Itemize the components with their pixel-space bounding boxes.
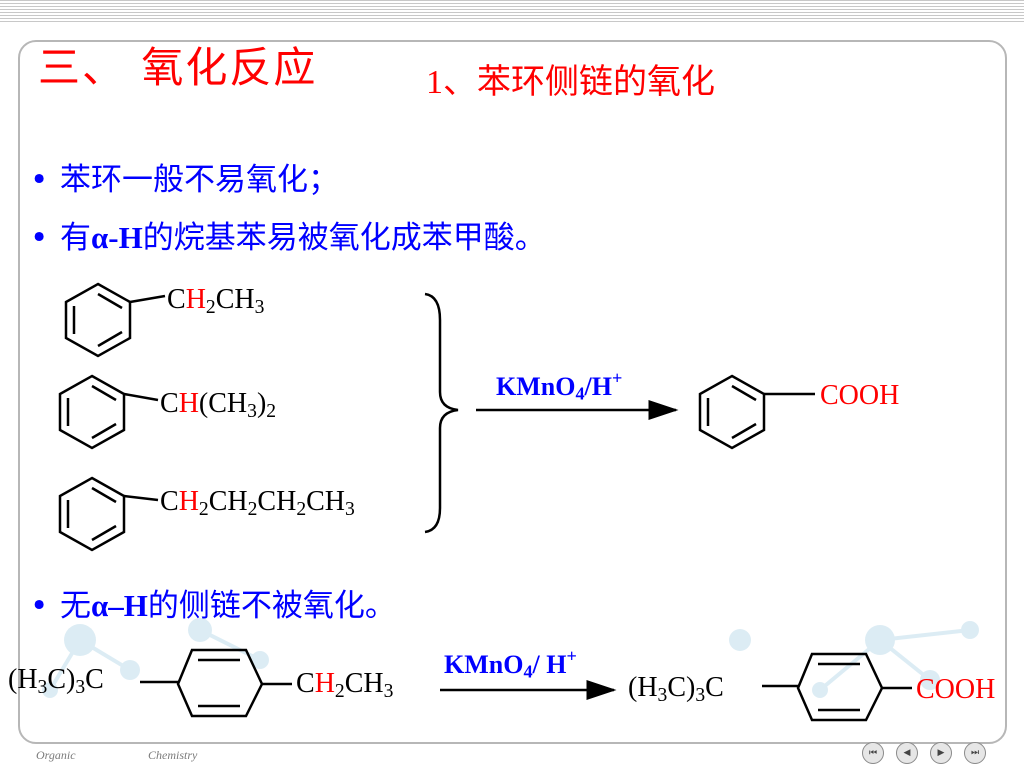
brace — [424, 292, 459, 534]
para-benzene-left — [140, 648, 292, 718]
bullet-2-post: 的烷基苯易被氧化成苯甲酸。 — [142, 220, 546, 256]
molecule-decoration — [42, 618, 979, 698]
ethyl-right: CH2CH3 — [296, 668, 394, 702]
benzene-ring-product — [698, 374, 815, 450]
substituent-butyl: CH2CH2CH2CH3 — [160, 486, 355, 520]
product-cooh-2: COOH — [916, 674, 996, 705]
footer-organic: Organic — [36, 748, 76, 762]
bullet-1-text: 苯环一般不易氧化； — [60, 162, 339, 198]
subtitle-text: 、苯环侧链的氧化 — [443, 62, 715, 102]
slide-subtitle: 1、苯环侧链的氧化 — [426, 54, 715, 103]
bullet-3-alpha: α–H — [91, 588, 148, 623]
benzene-ring-1 — [64, 282, 166, 358]
bullet-2-alpha: α-H — [91, 220, 143, 255]
product-cooh-1: COOH — [820, 380, 900, 411]
slide-title: 三、 氧化反应 — [38, 43, 318, 92]
previous-slide-button[interactable]: ◀ — [896, 742, 918, 764]
bullet-1: • 苯环一般不易氧化； — [30, 154, 339, 199]
bullet-2: • 有α-H的烷基苯易被氧化成苯甲酸。 — [30, 212, 546, 257]
reagent-label-1: KMnO4/H+ — [496, 368, 623, 404]
header-stripes — [0, 0, 1024, 22]
substituent-isopropyl: CH(CH3)2 — [160, 388, 277, 422]
bullet-2-pre: 有 — [60, 220, 91, 256]
bullet-3-post: 的侧链不被氧化。 — [147, 588, 396, 624]
tert-butyl-product: (H3C)3C — [628, 672, 724, 706]
bullet-3-pre: 无 — [60, 588, 91, 624]
next-slide-button[interactable]: ▶ — [930, 742, 952, 764]
bullet-dot: • — [30, 220, 49, 256]
benzene-ring-2 — [58, 374, 159, 450]
last-slide-button[interactable]: ⏭ — [964, 742, 986, 764]
bullet-3: • 无α–H的侧链不被氧化。 — [30, 580, 396, 625]
slide-frame — [18, 40, 1007, 744]
para-benzene-right — [762, 652, 912, 722]
substituent-ethyl: CH2CH3 — [167, 284, 265, 318]
bullet-dot: • — [30, 162, 49, 198]
tert-butyl-left: (H3C)3C — [8, 664, 104, 698]
subtitle-number: 1 — [426, 64, 443, 101]
first-slide-button[interactable]: ⏮ — [862, 742, 884, 764]
benzene-ring-3 — [58, 476, 159, 552]
reagent-label-2: KMnO4/ H+ — [444, 646, 577, 682]
footer-chemistry: Chemistry — [148, 748, 198, 762]
bullet-dot: • — [30, 588, 49, 624]
